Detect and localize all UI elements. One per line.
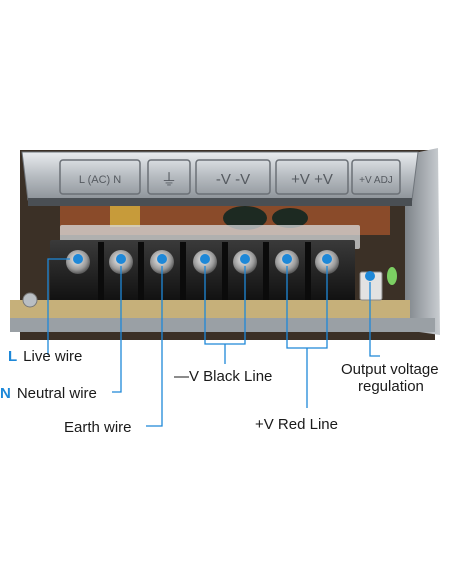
label-red-line: +V Red Line	[255, 416, 338, 434]
label-neutral-key: N	[0, 385, 11, 402]
label-black-line: —V Black Line	[174, 368, 272, 386]
leader-adj	[369, 282, 380, 357]
cover-shadow	[28, 198, 412, 206]
marker-pos1	[282, 254, 292, 264]
label-neutral-wire: N Neutral wire	[0, 385, 97, 403]
capacitor	[272, 208, 308, 228]
mark-ground: ⏚	[161, 171, 177, 189]
leader-live	[47, 258, 70, 355]
label-output-voltage: Output voltage	[341, 361, 439, 379]
led-indicator	[387, 267, 397, 285]
marker-pos2	[322, 254, 332, 264]
leader-neutral	[112, 266, 122, 393]
capacitor	[223, 206, 267, 230]
label-output-line2: regulation	[358, 378, 424, 395]
label-black-text: —V Black Line	[174, 368, 273, 385]
mark-frame	[147, 159, 191, 195]
label-live-key: L	[8, 348, 18, 365]
leader-earth	[146, 266, 163, 427]
label-earth-wire: Earth wire	[64, 419, 132, 437]
label-output-line1: Output voltage	[341, 361, 439, 378]
mark-frame	[195, 159, 271, 195]
label-neutral-text: Neutral wire	[16, 385, 97, 402]
mark-adj: +V ADJ	[359, 175, 393, 186]
base-edge	[10, 318, 435, 332]
component	[110, 205, 140, 227]
label-red-text: +V Red Line	[255, 416, 338, 433]
mark-frame	[59, 159, 141, 195]
marker-neutral	[116, 254, 126, 264]
leader-lines	[47, 258, 380, 427]
housing-right-side	[405, 148, 440, 335]
mounting-screw	[22, 292, 38, 308]
label-live-text: Live wire	[23, 348, 83, 365]
label-regulation: regulation	[358, 378, 424, 396]
mark-pos-v: +V +V	[291, 171, 333, 188]
label-live-wire: L Live wire	[8, 348, 82, 366]
mark-ac-terminal: L (AC) N	[79, 174, 121, 186]
mark-neg-v: -V -V	[216, 171, 250, 188]
marker-neg1	[200, 254, 210, 264]
cover-markings: L (AC) N ⏚ -V -V +V +V +V ADJ	[59, 159, 401, 195]
marker-live	[73, 254, 83, 264]
terminal-dividers	[98, 242, 311, 300]
blue-markers	[73, 254, 375, 281]
marker-neg2	[240, 254, 250, 264]
marker-adj	[365, 271, 375, 281]
marker-earth	[157, 254, 167, 264]
label-earth-text: Earth wire	[64, 419, 132, 436]
mark-frame	[275, 159, 349, 195]
mark-frame	[351, 159, 401, 195]
